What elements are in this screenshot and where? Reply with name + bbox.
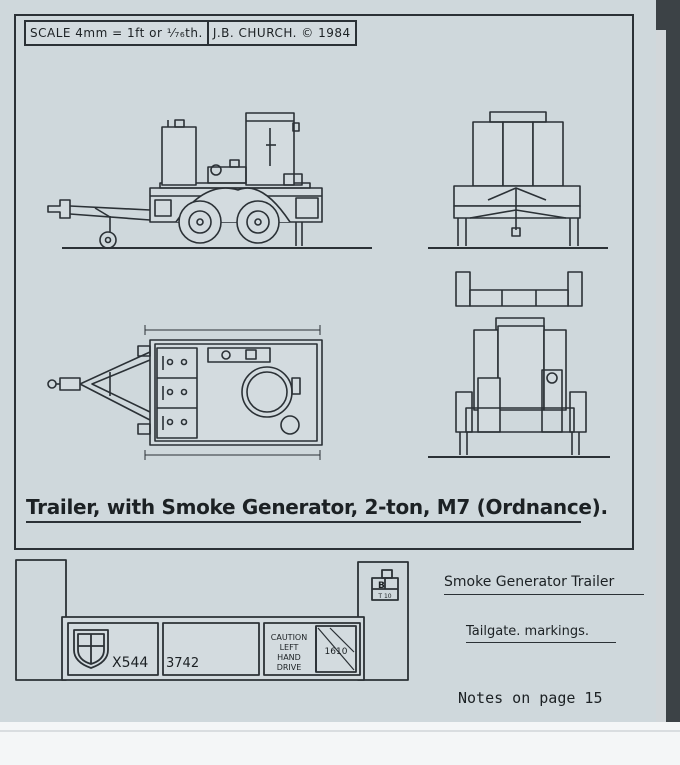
drawing-caption: Trailer, with Smoke Generator, 2-ton, M7…	[26, 495, 608, 519]
author-credit: J.B. CHURCH. © 1984	[212, 26, 351, 40]
end-elevation-view	[428, 111, 608, 249]
subtitle-underline	[466, 642, 616, 643]
drawing-frame	[14, 14, 634, 550]
bottom-margin	[0, 722, 680, 765]
caption-underline	[26, 521, 581, 523]
scale-divider	[206, 22, 209, 44]
bridge-class-number: 1610	[325, 647, 348, 657]
title-underline	[444, 594, 644, 595]
page-edge-shadow	[656, 0, 680, 722]
caution-line-2: LEFT	[280, 643, 299, 652]
scale-text: SCALE 4mm = 1ft or ¹⁄₇₆th.	[30, 26, 203, 40]
marker-bottom-text: T 10	[377, 593, 391, 600]
plan-sheet: SCALE 4mm = 1ft or ¹⁄₇₆th. J.B. CHURCH. …	[0, 0, 656, 722]
rear-elevation-view	[428, 271, 610, 458]
scale-box: SCALE 4mm = 1ft or ¹⁄₇₆th. J.B. CHURCH. …	[24, 20, 357, 46]
side-elevation-view	[47, 112, 372, 249]
tailgate-section-title: Smoke Generator Trailer	[444, 574, 615, 590]
tailgate-section-subtitle: Tailgate. markings.	[466, 624, 590, 639]
caution-line-4: DRIVE	[277, 663, 302, 672]
caution-line-1: CAUTION	[271, 633, 307, 642]
notes-reference: Notes on page 15	[458, 689, 603, 707]
tailgate-markings-drawing	[15, 559, 409, 681]
technical-drawing: X544 3742 CAUTION LEFT HAND DRIVE 1610 B…	[15, 111, 610, 681]
tailgate-plate-code: X544	[112, 655, 148, 671]
tailgate-serial: 3742	[166, 656, 199, 671]
plan-view	[47, 325, 323, 460]
marker-top-letter: B	[378, 581, 385, 591]
caution-line-3: HAND	[277, 653, 301, 662]
